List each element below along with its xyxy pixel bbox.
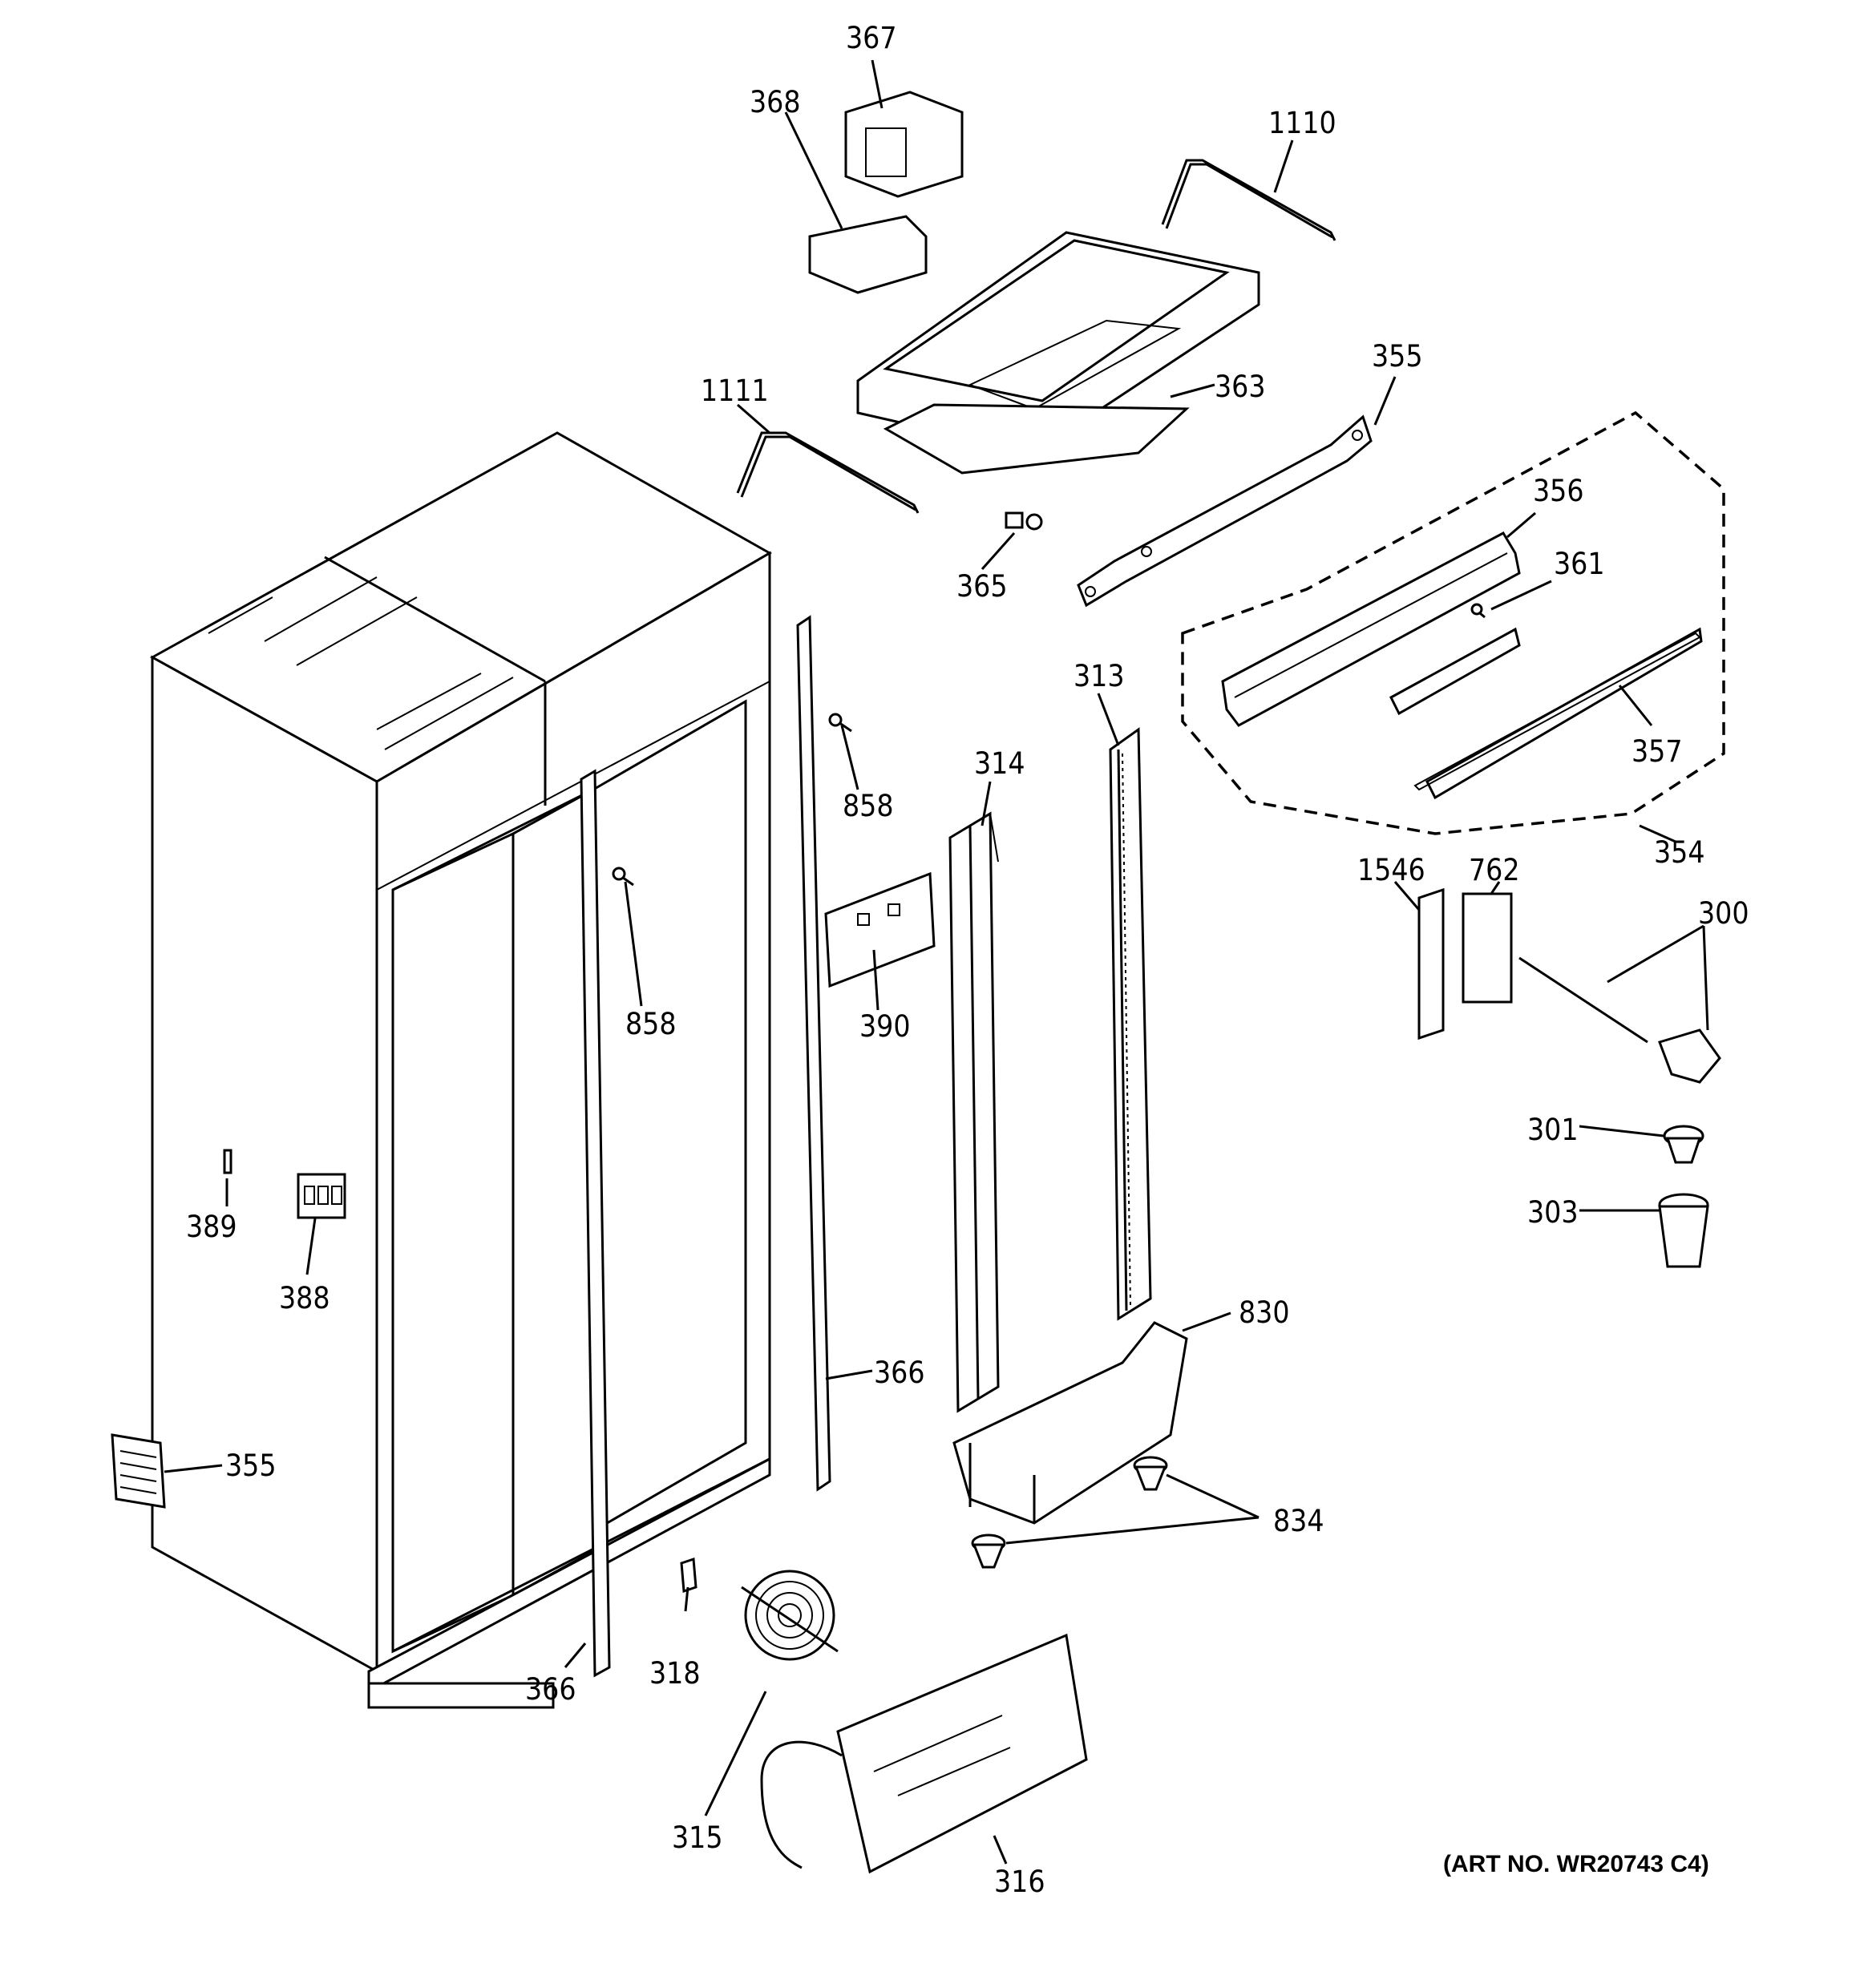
part-388 xyxy=(297,1173,346,1219)
callout-858-right: 858 xyxy=(843,789,894,823)
part-368 xyxy=(808,215,928,294)
part-1111 xyxy=(736,431,920,514)
part-762 xyxy=(1462,892,1513,1004)
callout-1111: 1111 xyxy=(701,374,769,408)
callout-830: 830 xyxy=(1239,1295,1290,1330)
part-830 xyxy=(952,1321,1188,1525)
part-1546 xyxy=(1417,887,1445,1040)
part-318 xyxy=(680,1557,698,1594)
part-1110 xyxy=(1161,159,1336,241)
part-357 xyxy=(1413,627,1703,800)
art-number: (ART NO. WR20743 C4) xyxy=(1443,1851,1709,1877)
callout-363: 363 xyxy=(1215,370,1266,404)
part-315 xyxy=(741,1570,843,1869)
callout-388: 388 xyxy=(279,1281,330,1315)
part-356 xyxy=(1221,531,1521,727)
callout-365: 365 xyxy=(956,569,1008,604)
callout-389: 389 xyxy=(186,1210,237,1244)
part-365 xyxy=(1005,511,1043,531)
part-366-rear xyxy=(796,615,831,1492)
part-313 xyxy=(1109,727,1152,1321)
board-354 xyxy=(1389,627,1521,716)
callout-314: 314 xyxy=(974,746,1025,781)
part-355-top-bracket xyxy=(1077,414,1373,608)
callout-355-top: 355 xyxy=(1372,339,1423,374)
callout-361: 361 xyxy=(1554,547,1605,581)
callout-366-left: 366 xyxy=(525,1672,576,1707)
callout-834: 834 xyxy=(1273,1504,1324,1538)
leader-lines xyxy=(164,59,1709,1865)
callout-367: 367 xyxy=(846,21,897,55)
callout-1110: 1110 xyxy=(1268,106,1336,140)
callout-318: 318 xyxy=(649,1656,701,1691)
part-355-grille xyxy=(111,1433,166,1509)
part-361 xyxy=(1470,603,1486,619)
callout-390: 390 xyxy=(859,1009,911,1044)
part-303 xyxy=(1658,1193,1709,1268)
callout-301: 301 xyxy=(1527,1113,1579,1147)
callout-356: 356 xyxy=(1533,474,1584,508)
callout-355-bottom: 355 xyxy=(225,1449,277,1483)
callout-368: 368 xyxy=(750,85,801,119)
screw-858-upper xyxy=(828,713,852,733)
callout-316: 316 xyxy=(994,1865,1045,1899)
cabinet xyxy=(149,431,773,1709)
callout-313: 313 xyxy=(1074,659,1125,693)
part-301 xyxy=(1663,1125,1704,1164)
screw-858-lower xyxy=(612,867,634,887)
callout-1546: 1546 xyxy=(1357,853,1425,887)
callout-858-left: 858 xyxy=(625,1007,677,1041)
part-363-housing xyxy=(856,231,1260,475)
assembly-354-outline xyxy=(1181,410,1725,835)
part-366-front xyxy=(580,769,611,1678)
callout-366-right: 366 xyxy=(874,1356,925,1390)
part-314 xyxy=(948,811,1000,1413)
part-834-foot-a xyxy=(1133,1456,1168,1491)
part-389 xyxy=(223,1149,232,1174)
part-834-foot-b xyxy=(971,1533,1006,1569)
part-300 xyxy=(1518,956,1721,1084)
callout-300: 300 xyxy=(1698,896,1749,931)
part-367 xyxy=(844,91,964,198)
part-390 xyxy=(824,871,936,988)
callout-303: 303 xyxy=(1527,1195,1579,1230)
callout-357: 357 xyxy=(1632,734,1683,769)
part-316 xyxy=(836,1633,1088,1874)
callout-762: 762 xyxy=(1469,853,1520,887)
callout-354: 354 xyxy=(1654,835,1705,870)
callout-315: 315 xyxy=(672,1820,723,1855)
